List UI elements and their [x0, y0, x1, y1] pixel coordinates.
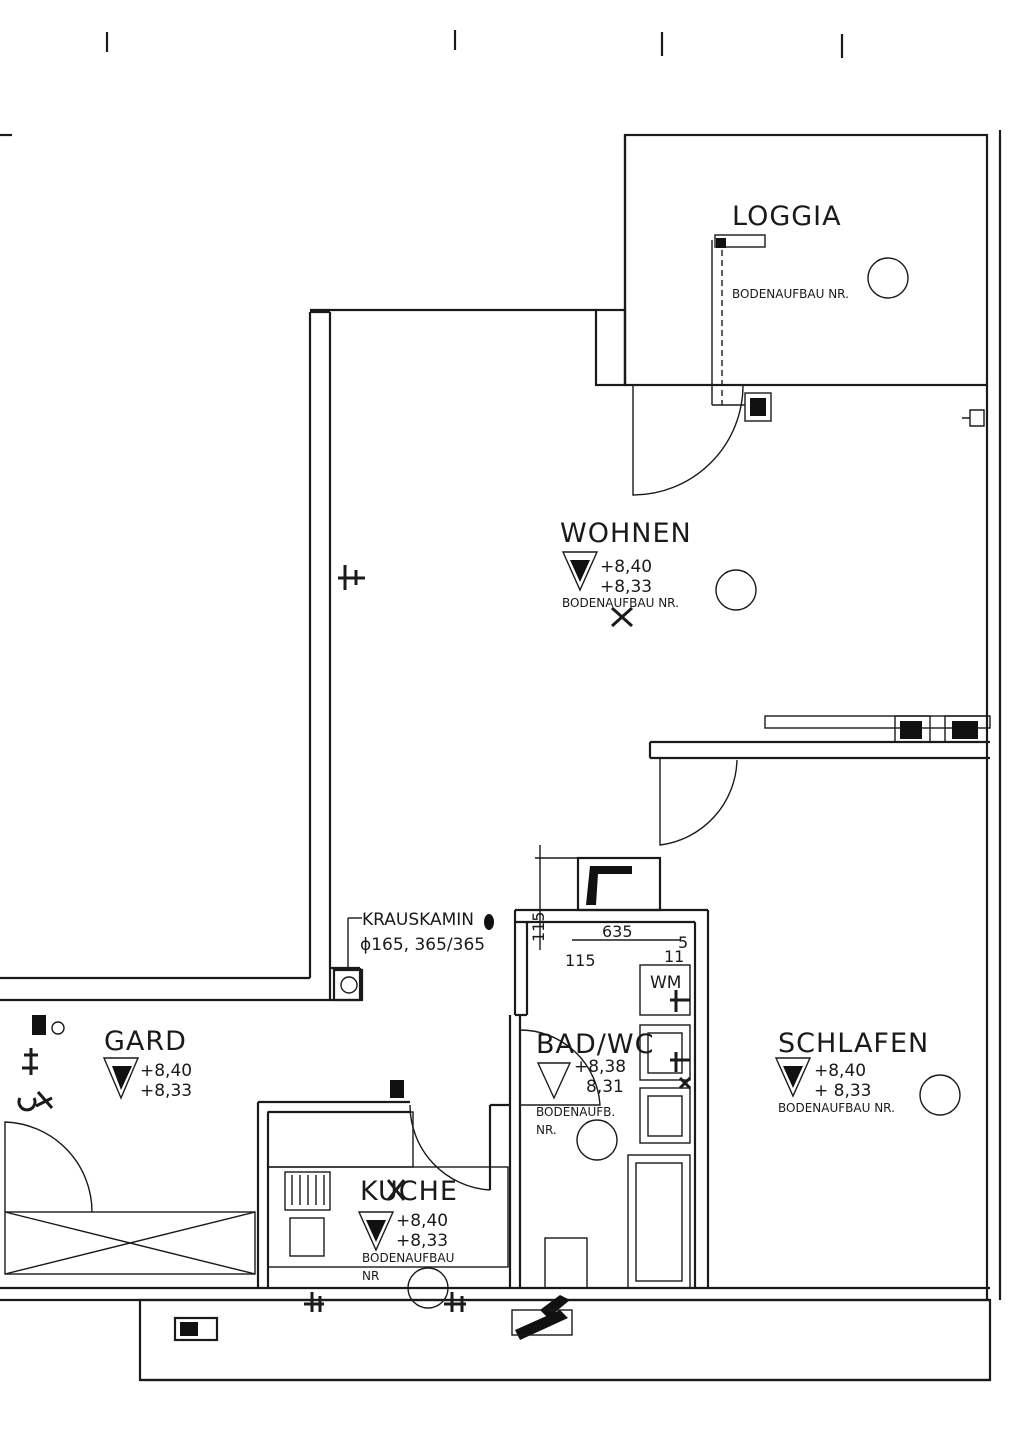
chimney [332, 914, 494, 1002]
bath-door-swing [519, 1029, 601, 1106]
wohnen-floor-label: BODENAUFBAU NR. [562, 596, 679, 610]
bad-floor-label-b: NR. [536, 1123, 557, 1137]
loggia-details [711, 234, 985, 427]
schlafen-level-bottom: + 8,33 [814, 1081, 872, 1101]
dimension-115-vertical: 115 [529, 911, 548, 942]
bathroom-core-walls [508, 908, 710, 1288]
dimension-11: 11 [664, 947, 684, 966]
loggia-floor-label: BODENAUFBAU NR. [732, 287, 849, 301]
left-neighbour-outline [0, 133, 312, 980]
level-triangles [102, 551, 812, 1252]
exterior-walls [0, 130, 1002, 1382]
schlafen-door-swing [659, 758, 738, 846]
chimney-label: KRAUSKAMIN [362, 910, 474, 930]
gard-label: GARD [104, 1026, 187, 1057]
kitchen-counter [267, 1111, 509, 1309]
misc-solid-marks [32, 1015, 573, 1342]
handwritten-marks [17, 565, 692, 1312]
interior-window-strip [764, 715, 991, 743]
wohnen-label: WOHNEN [560, 518, 692, 549]
top-ticks [105, 30, 844, 58]
loggia-label: LOGGIA [732, 201, 842, 232]
floor-circles [715, 257, 961, 1116]
chimney-spec: ϕ165, 365/365 [360, 935, 485, 955]
schlafen-label: SCHLAFEN [778, 1028, 929, 1059]
bad-label: BAD/WC [536, 1029, 654, 1060]
wohnen-level-bottom: +8,33 [600, 577, 652, 597]
schlafen-floor-label: BODENAUFBAU NR. [778, 1101, 895, 1115]
entrance-door-swing [4, 1121, 93, 1213]
wohnen-level-top: +8,40 [600, 557, 652, 577]
service-shaft [535, 845, 680, 950]
wm-label: WM [650, 973, 681, 993]
kueche-level-bottom: +8,33 [396, 1231, 448, 1251]
kueche-level-top: +8,40 [396, 1211, 448, 1231]
bad-floor-label-a: BODENAUFB. [536, 1105, 615, 1119]
gard-level-bottom: +8,33 [140, 1081, 192, 1101]
kitchen-door-swing [409, 1104, 491, 1191]
bad-level-top: +8,38 [574, 1057, 626, 1077]
schlafen-level-top: +8,40 [814, 1061, 866, 1081]
kueche-label: KUCHE [360, 1176, 458, 1207]
kueche-floor-label-a: BODENAUFBAU [362, 1251, 454, 1265]
dimension-635: 635 [602, 922, 633, 941]
bath-fixtures [544, 964, 691, 1289]
loggia-door-swing [632, 384, 744, 496]
dimension-115: 115 [565, 951, 596, 970]
entrance-corridor [4, 1211, 256, 1275]
bad-level-bottom: 8,31 [586, 1077, 624, 1097]
kueche-floor-label-b: NR [362, 1269, 379, 1283]
gard-level-top: +8,40 [140, 1061, 192, 1081]
dimension-5: 5 [678, 933, 688, 952]
